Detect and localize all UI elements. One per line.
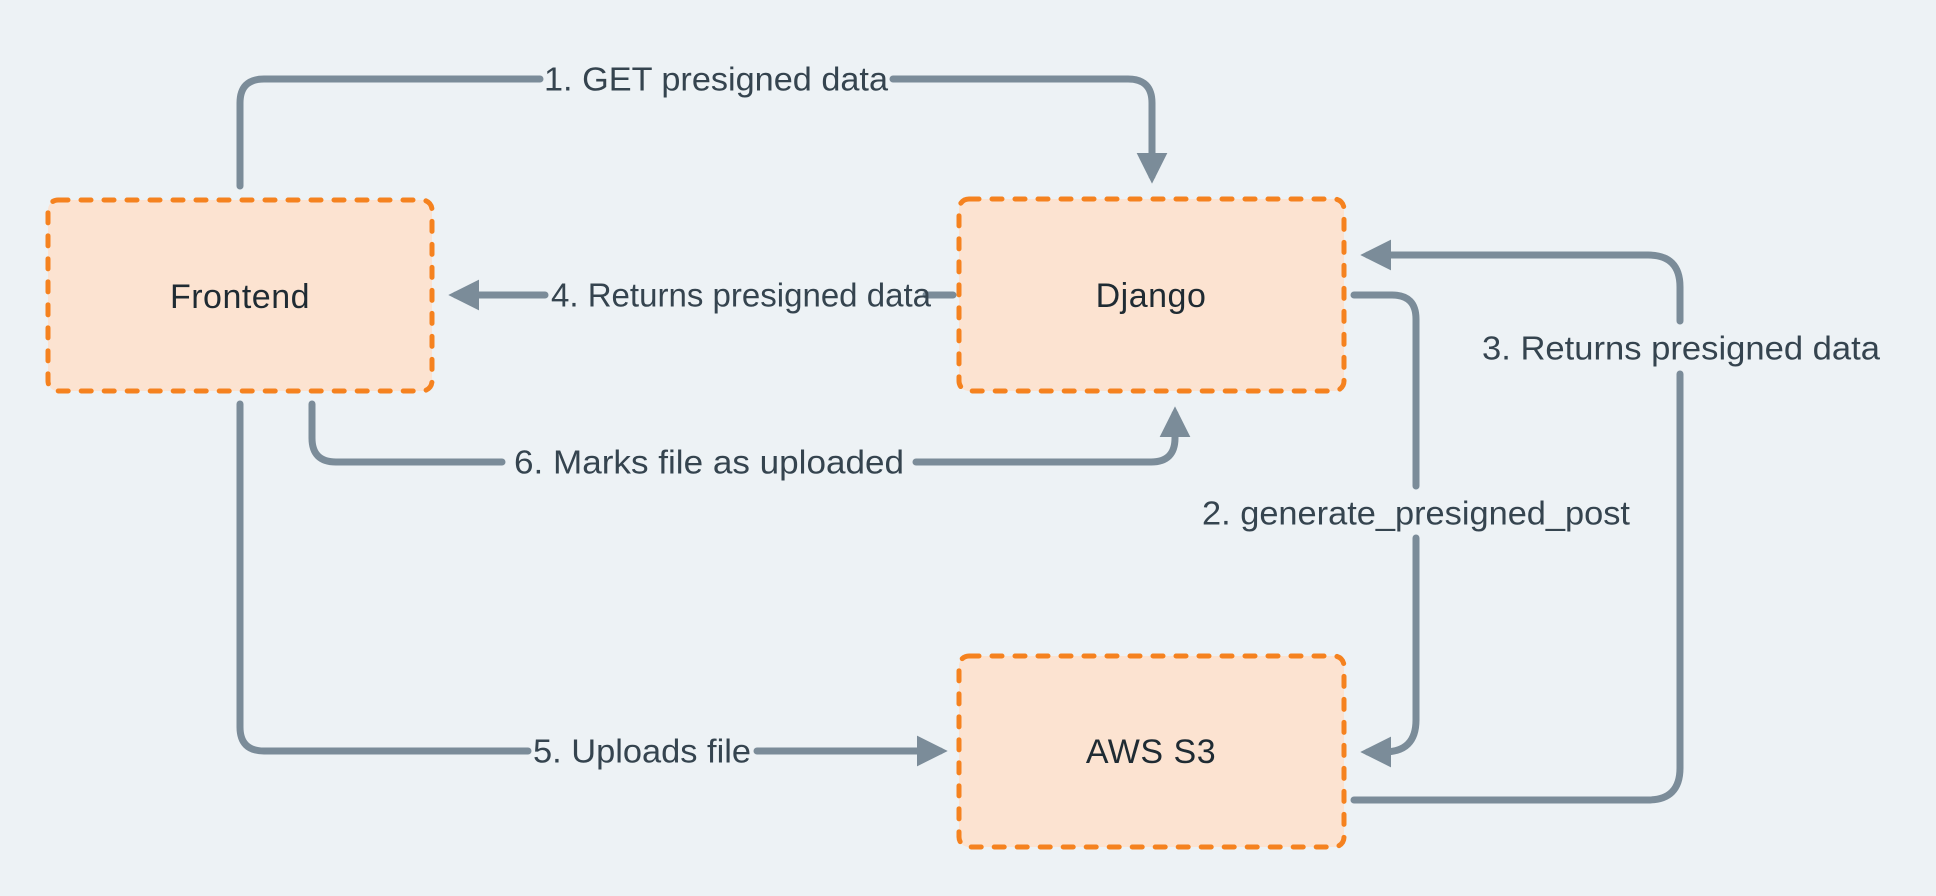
edge-6-frontend-to-django-segment-b bbox=[912, 406, 1191, 466]
edge-5-frontend-to-aws-s3-segment-a bbox=[236, 400, 532, 755]
edge-2-django-to-aws-s3-segment-a bbox=[1350, 291, 1420, 490]
node-frontend bbox=[45, 197, 435, 394]
edge-3-aws-s3-to-django-segment-b bbox=[1360, 239, 1684, 325]
edge-6-frontend-to-django-segment-a bbox=[308, 400, 506, 466]
node-label-frontend: Frontend bbox=[170, 278, 310, 316]
edge-label-6-marks-file-as-uploaded: 6. Marks file as uploaded bbox=[514, 444, 904, 481]
node-label-aws-s3: AWS S3 bbox=[1086, 733, 1216, 771]
edge-label-2-generate-presigned-post: 2. generate_presigned_post bbox=[1202, 495, 1630, 532]
edge-1-frontend-to-django-segment-b bbox=[889, 75, 1168, 184]
edge-label-3-returns-presigned-data: 3. Returns presigned data bbox=[1482, 330, 1881, 367]
edge-3-aws-s3-to-django-segment-a bbox=[1350, 370, 1684, 804]
edge-label-4-returns-presigned-data: 4. Returns presigned data bbox=[551, 277, 932, 314]
edge-1-frontend-to-django-segment-a bbox=[236, 75, 544, 190]
edge-2-django-to-aws-s3-segment-b bbox=[1360, 534, 1420, 768]
node-aws-s3 bbox=[956, 653, 1347, 850]
edge-label-1-get-presigned-data: 1. GET presigned data bbox=[544, 61, 889, 98]
edge-label-5-uploads-file: 5. Uploads file bbox=[533, 733, 751, 770]
node-django bbox=[956, 196, 1347, 394]
node-label-django: Django bbox=[1096, 277, 1207, 315]
